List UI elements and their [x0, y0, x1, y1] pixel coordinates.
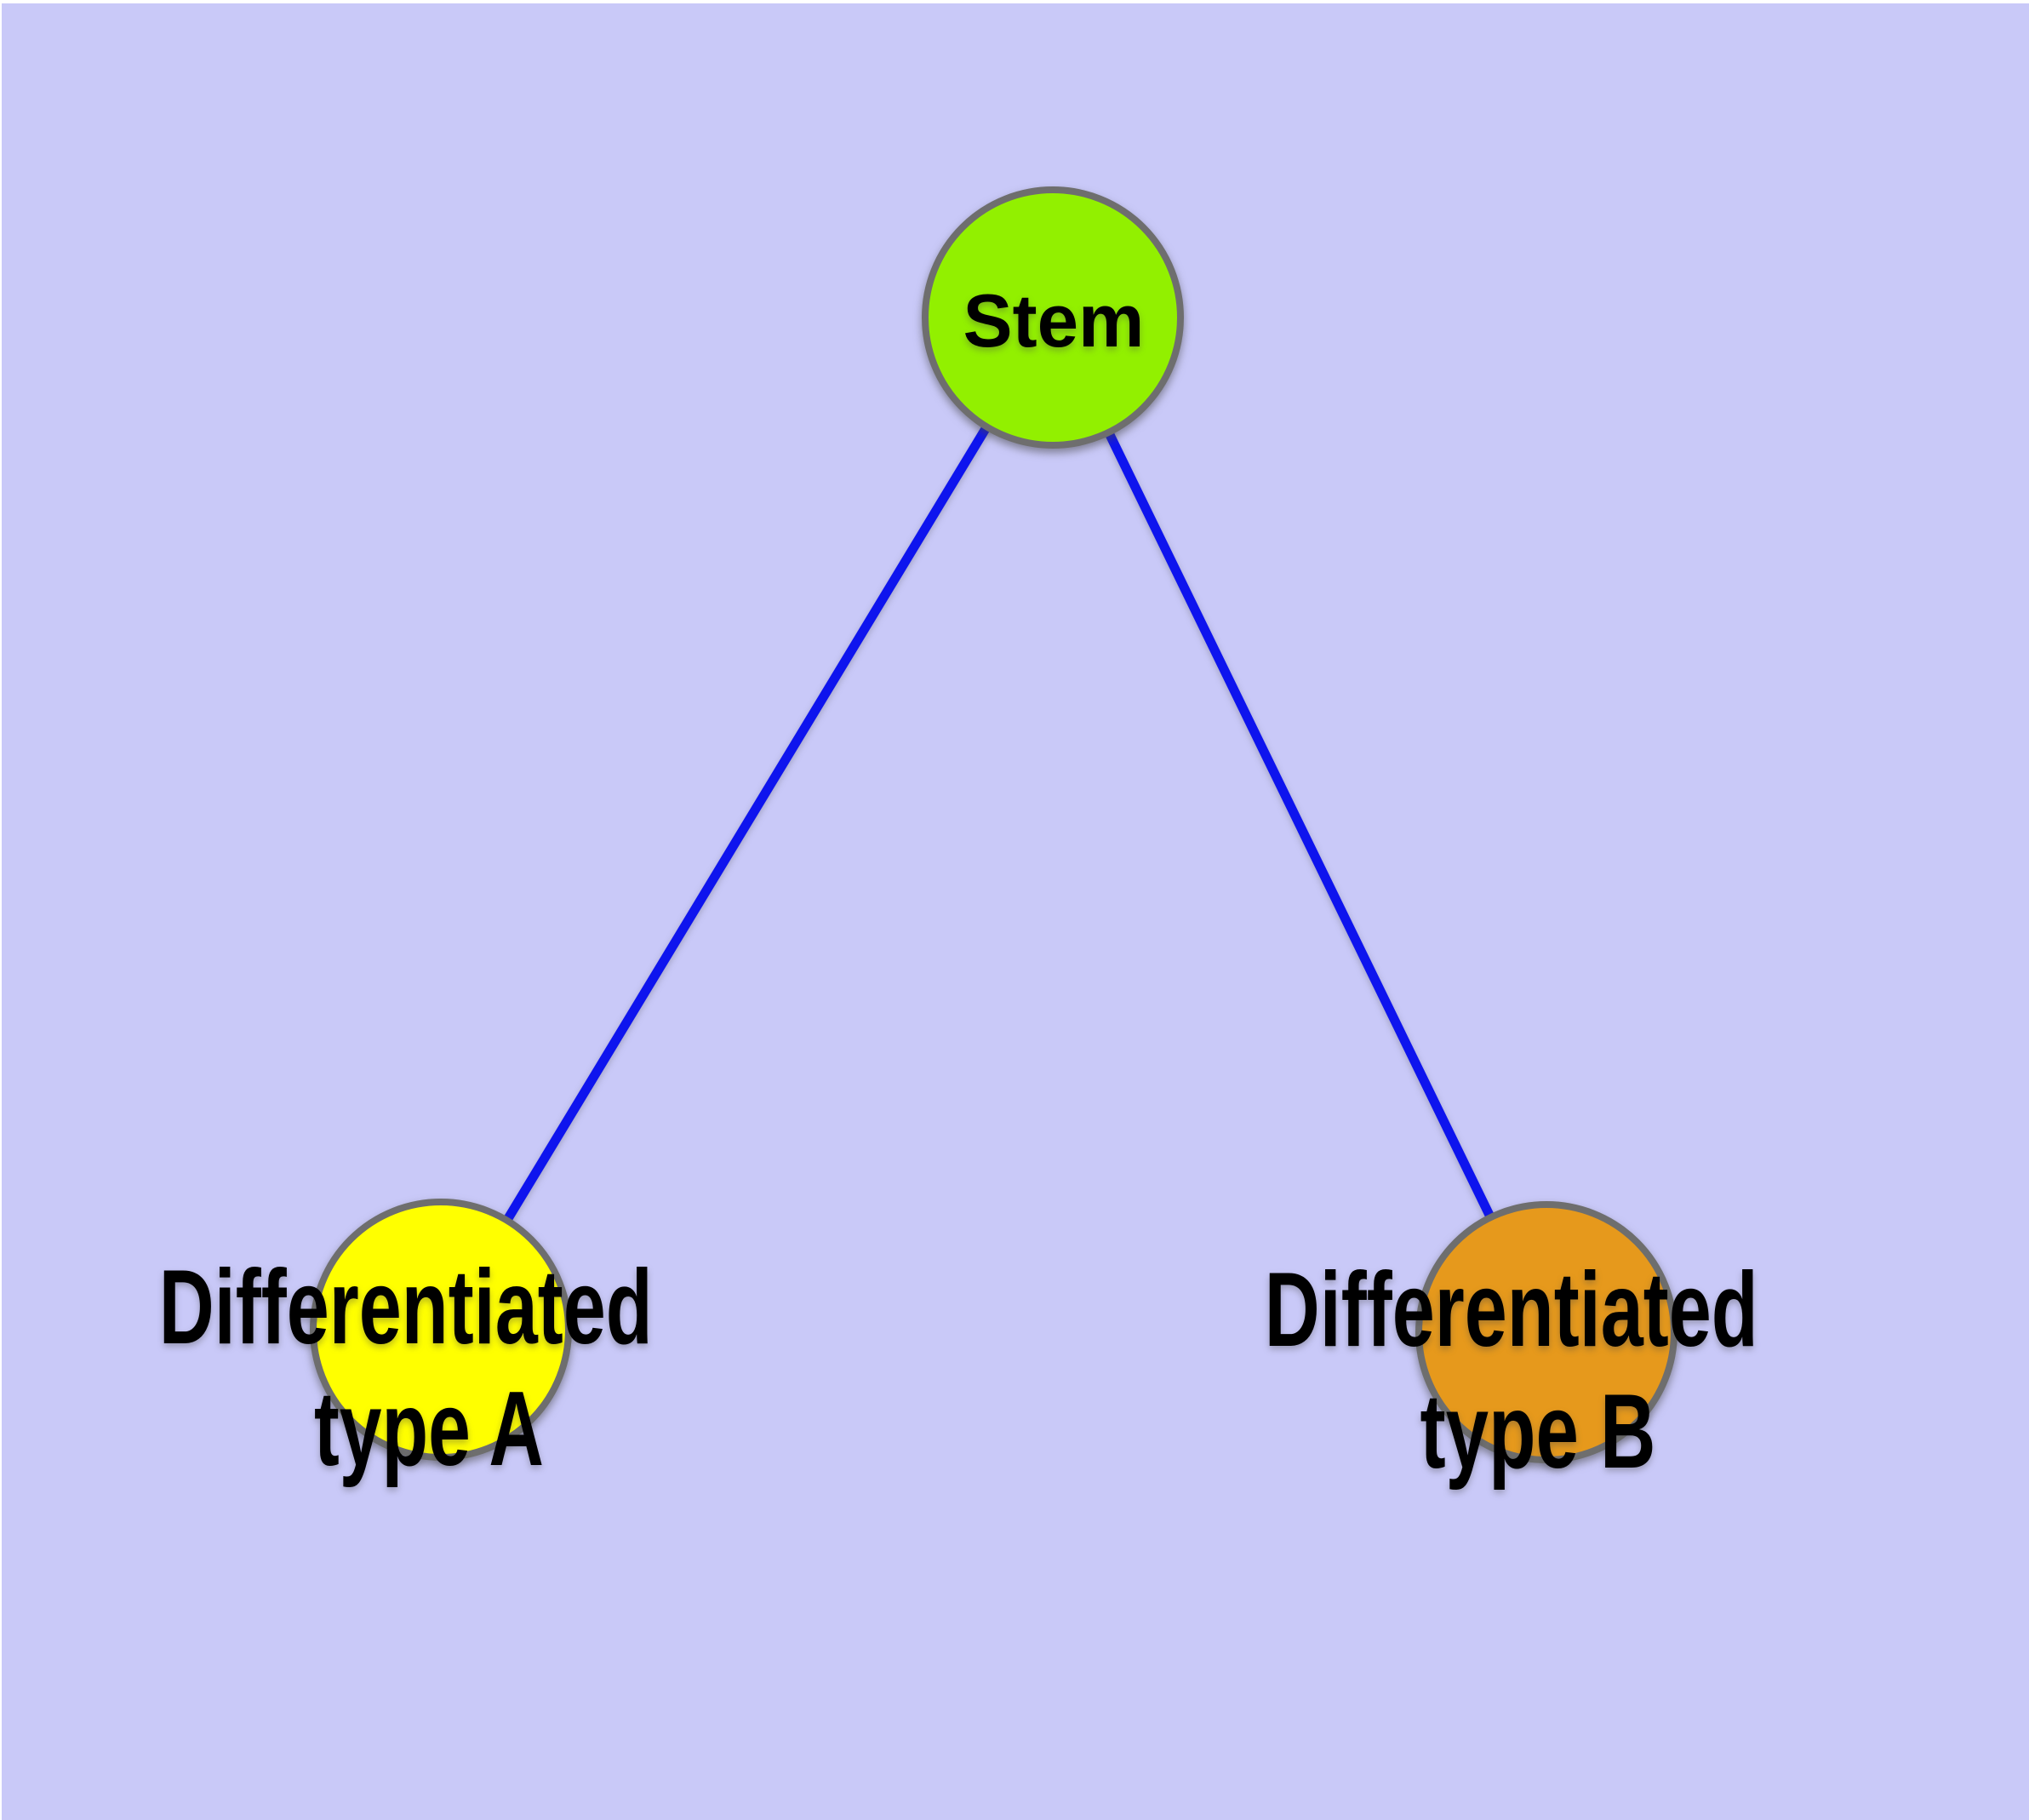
node-stem-label: Stem: [963, 278, 1145, 363]
edge-stem-to-type-b: [1049, 315, 1551, 1335]
edge-stem-to-type-a: [437, 315, 1057, 1332]
node-stem-circle: [922, 186, 1184, 449]
nodes: [310, 186, 1677, 1463]
node-differentiated-type-b-label: Differentiated type B: [1265, 1251, 1787, 1491]
node-differentiated-type-b-circle: [1415, 1201, 1677, 1463]
label-line: Stem: [963, 278, 1145, 363]
label-line: Differentiated: [159, 1249, 653, 1366]
node-differentiated-type-a-circle: [310, 1199, 572, 1461]
label-line: type A: [314, 1371, 544, 1488]
label-line: Differentiated: [1265, 1251, 1758, 1369]
labels: Stem Differentiated type A Differentiate…: [159, 278, 1787, 1491]
label-line: type B: [1420, 1373, 1656, 1491]
edges: [437, 315, 1551, 1335]
node-differentiated-type-a-label: Differentiated type A: [159, 1249, 682, 1488]
